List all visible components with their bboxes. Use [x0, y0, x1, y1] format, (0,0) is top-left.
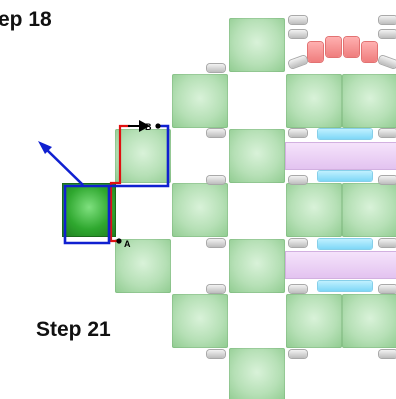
gray-pad	[379, 350, 396, 358]
electrode-tile	[342, 74, 396, 128]
cyan-bar	[318, 129, 372, 139]
pink-pad	[344, 37, 359, 57]
gray-pad	[207, 129, 225, 137]
electrode-tile	[229, 239, 285, 293]
gray-pad	[207, 176, 225, 184]
electrode-tile	[342, 183, 396, 237]
electrode-tile	[172, 183, 228, 237]
gray-pad	[207, 285, 225, 293]
electrode-tile	[286, 183, 342, 237]
gray-pad	[207, 239, 225, 247]
blue-route-path	[63, 124, 170, 245]
gray-pad	[289, 350, 307, 358]
gray-pad	[379, 16, 396, 24]
gray-pad	[289, 16, 307, 24]
electrode-tile	[115, 129, 171, 183]
gray-pad	[289, 285, 307, 293]
pink-pad	[326, 37, 341, 57]
gray-pad	[379, 285, 396, 293]
gray-pad	[289, 129, 307, 137]
gray-pad	[207, 350, 225, 358]
reservoir-band	[286, 252, 396, 278]
electrode-tile	[286, 74, 342, 128]
pink-pad	[362, 42, 377, 62]
electrode-tile	[229, 348, 285, 399]
step-21-label: Step 21	[36, 318, 111, 341]
electrode-tile	[229, 18, 285, 72]
active-droplet-tile	[62, 183, 116, 237]
gray-pad	[379, 129, 396, 137]
electrode-tile	[286, 294, 342, 348]
cyan-bar	[318, 281, 372, 291]
cyan-bar	[318, 239, 372, 249]
step-18-label: ep 18	[0, 8, 52, 31]
gray-pad	[289, 176, 307, 184]
cyan-bar	[318, 171, 372, 181]
point-a-dot	[116, 238, 122, 244]
point-a-label: A	[124, 239, 131, 249]
point-b-dot	[155, 123, 161, 129]
electrode-tile	[172, 294, 228, 348]
electrode-tile	[115, 239, 171, 293]
red-route-path	[109, 124, 130, 243]
electrode-tile	[342, 294, 396, 348]
gray-pad	[289, 239, 307, 247]
arrowhead-to-b	[139, 120, 150, 132]
gray-pad	[379, 239, 396, 247]
electrode-tile	[229, 129, 285, 183]
blue-arrowhead	[38, 141, 52, 154]
point-b-label: B	[145, 122, 152, 132]
gray-pad	[379, 30, 396, 38]
reservoir-band	[286, 143, 396, 169]
gray-pad	[379, 176, 396, 184]
pink-pad	[308, 42, 323, 62]
electrode-tile	[172, 74, 228, 128]
gray-pad	[207, 64, 225, 72]
blue-direction-arrow	[45, 148, 84, 186]
gray-pad	[289, 30, 307, 38]
